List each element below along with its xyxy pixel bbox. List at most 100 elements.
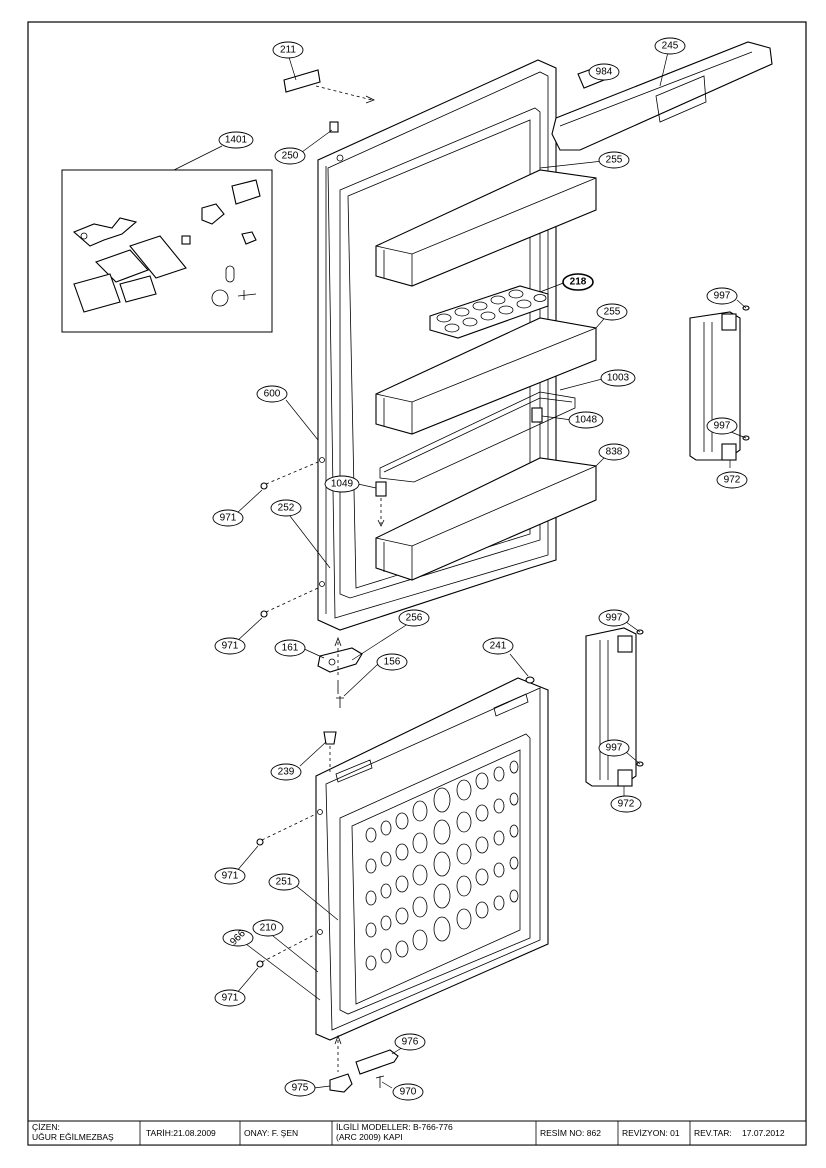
callout-975: 975 — [284, 1079, 316, 1097]
callout-972: 972 — [716, 471, 748, 489]
door-shelf-middle — [375, 317, 597, 435]
callout-number: 256 — [406, 613, 423, 624]
callout-number: 211 — [280, 45, 296, 56]
callout-number: 251 — [276, 877, 293, 888]
callout-number: 252 — [278, 503, 295, 514]
callout-252: 252 — [270, 499, 302, 517]
drawing-number: RESİM NO: 862 — [540, 1128, 601, 1138]
egg-tray — [429, 285, 549, 339]
callout-number: 997 — [714, 291, 731, 302]
callout-number: 984 — [596, 67, 613, 78]
callout-255: 255 — [596, 303, 628, 321]
approval: ONAY: F. ŞEN — [244, 1128, 298, 1138]
callout-number: 600 — [264, 389, 281, 400]
callout-211: 211 — [272, 41, 304, 59]
callout-972: 972 — [610, 795, 642, 813]
callout-997: 997 — [598, 739, 630, 757]
top-pin — [323, 731, 337, 745]
callout-161: 161 — [274, 639, 306, 657]
callout-number: 250 — [282, 151, 299, 162]
fridge-door-liner — [339, 107, 541, 599]
callout-number: 210 — [260, 923, 277, 934]
callout-245: 245 — [654, 37, 686, 55]
callout-210: 210 — [252, 919, 284, 937]
callout-number: 997 — [606, 613, 623, 624]
callout-number: 970 — [400, 1087, 417, 1098]
callout-number: 245 — [662, 41, 679, 52]
fridge-door-handle — [689, 311, 741, 461]
callout-number: 971 — [222, 871, 239, 882]
callout-1003: 1003 — [600, 369, 636, 387]
rail-clip — [375, 481, 387, 497]
callout-156: 156 — [376, 653, 408, 671]
freezer-door-liner — [339, 733, 531, 1015]
related-models: İLGİLİ MODELLER: B-766-776 — [336, 1122, 453, 1132]
callout-971: 971 — [214, 637, 246, 655]
callout-256: 256 — [398, 609, 430, 627]
callout-number: 1003 — [607, 373, 630, 384]
door-shelf-bottom — [375, 457, 597, 581]
callout-255: 255 — [598, 151, 630, 169]
callout-218: 218 — [562, 273, 594, 291]
callout-997: 997 — [706, 287, 738, 305]
callout-number: 972 — [724, 475, 741, 486]
revision-date-label: REV.TAR: — [694, 1128, 732, 1138]
callout-number: 1401 — [225, 135, 248, 146]
callout-number: 997 — [606, 743, 623, 754]
related-models-line2: (ARC 2009) KAPI — [336, 1132, 403, 1142]
fridge-door-assembly — [317, 59, 597, 631]
callout-976: 976 — [394, 1033, 426, 1051]
callout-600: 600 — [256, 385, 288, 403]
kit-1401-box — [61, 169, 273, 333]
callout-971: 971 — [212, 509, 244, 527]
callout-1401: 1401 — [218, 131, 254, 149]
door-label — [283, 69, 321, 93]
callout-1049: 1049 — [324, 475, 360, 493]
callout-layer: 211 245 984 1401 250 255 218 255 997 600 1003 1048 9… — [212, 37, 748, 1101]
callout-number: 161 — [282, 643, 299, 654]
callout-971: 971 — [214, 867, 246, 885]
callout-number: 975 — [292, 1083, 309, 1094]
callout-966: 966 — [222, 928, 254, 948]
door-pin — [525, 676, 535, 684]
revision-date: 17.07.2012 — [742, 1128, 785, 1138]
callout-251: 251 — [268, 873, 300, 891]
liner-dimple-pattern — [365, 760, 519, 971]
title-block: ÇİZEN: UĞUR EĞİLMEZBAŞ TARİH:21.08.2009 … — [27, 1120, 807, 1146]
revision: REVİZYON: 01 — [622, 1128, 680, 1138]
callout-number: 1048 — [575, 415, 598, 426]
callout-number: 218 — [570, 277, 587, 288]
drawing-date: TARİH:21.08.2009 — [146, 1128, 216, 1138]
leader-lines — [235, 51, 747, 1089]
top-door-cover — [551, 41, 773, 151]
callout-number: 156 — [384, 657, 401, 668]
small-stopper — [329, 121, 339, 133]
door-shelf-upper — [375, 169, 597, 287]
callout-number: 971 — [222, 641, 239, 652]
freezer-door-assembly — [315, 677, 549, 1041]
callout-1048: 1048 — [568, 411, 604, 429]
callout-838: 838 — [598, 443, 630, 461]
callout-number: 976 — [402, 1037, 419, 1048]
callout-number: 1049 — [331, 479, 354, 490]
middle-hinge — [317, 636, 363, 694]
callout-number: 997 — [714, 421, 731, 432]
callout-970: 970 — [392, 1083, 424, 1101]
hinge-pins — [256, 305, 750, 968]
callout-number: 255 — [604, 307, 621, 318]
callout-997: 997 — [598, 609, 630, 627]
callout-239: 239 — [270, 763, 302, 781]
drawn-by-name: UĞUR EĞİLMEZBAŞ — [32, 1132, 114, 1142]
callout-number: 971 — [220, 513, 237, 524]
callout-997: 997 — [706, 417, 738, 435]
callout-number: 239 — [278, 767, 295, 778]
callout-number: 971 — [222, 993, 239, 1004]
callout-number: 241 — [490, 641, 507, 652]
freezer-door-handle — [585, 627, 637, 787]
bottle-wire-rail — [379, 391, 576, 483]
callout-984: 984 — [588, 63, 620, 81]
bottom-hinge — [329, 1034, 399, 1093]
callout-number: 255 — [606, 155, 623, 166]
drawn-by-label: ÇİZEN: — [32, 1122, 60, 1132]
